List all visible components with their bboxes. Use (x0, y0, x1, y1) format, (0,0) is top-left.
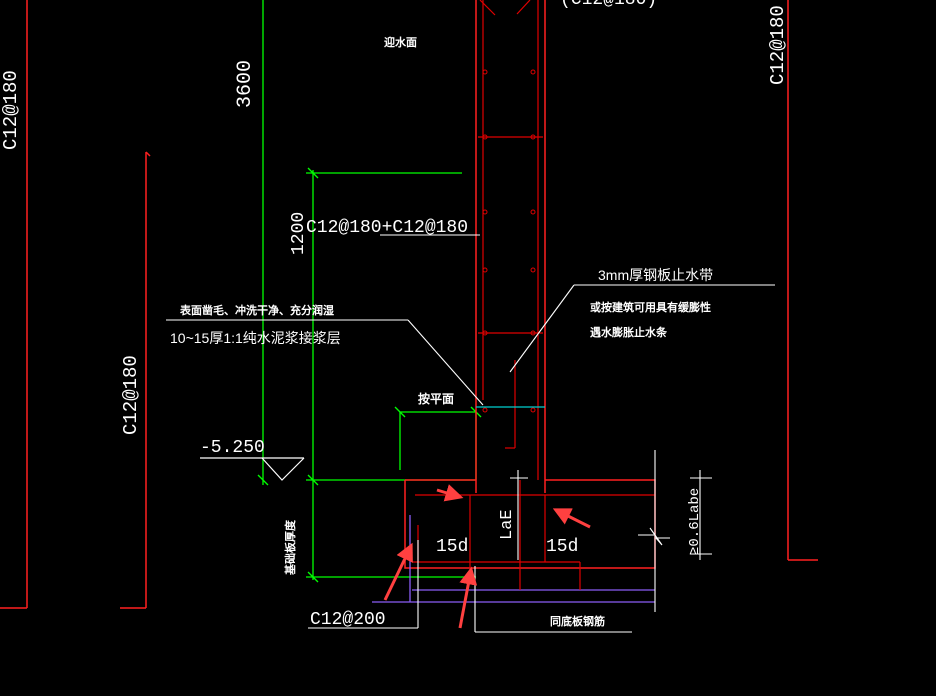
slab-bottom-rebar-label: 同底板钢筋 (550, 614, 605, 628)
elevation-label: -5.250 (200, 438, 265, 458)
left-edge-wall (0, 0, 28, 609)
surface-note-2: 10~15厚1:1纯水泥浆接浆层 (170, 330, 341, 346)
left-inner-wall (120, 151, 151, 609)
anchor-length-label: LaE (498, 509, 517, 540)
dimension-1200: 1200 (289, 212, 309, 255)
water-stop-plate-label: 3mm厚钢板止水带 (598, 267, 713, 283)
hook-left-label: 15d (436, 537, 468, 557)
anchor-tag-label: ≥0.6Labe (687, 488, 703, 555)
rebar-dots (482, 69, 536, 413)
dimension-lines (257, 0, 482, 583)
slab-lower-rebar (412, 480, 655, 590)
red-arrows (383, 484, 591, 629)
left-inner-rebar-label: C12@180 (120, 355, 142, 435)
hook-right-label: 15d (546, 537, 578, 557)
right-edge-wall (787, 0, 818, 561)
slab-thickness-label: 基础板厚度 (283, 519, 297, 576)
water-stop-alt-1: 或按建筑可用具有缓膨性 (590, 300, 711, 314)
water-face-label: 迎水面 (384, 35, 417, 49)
wall-outline (404, 0, 656, 569)
surface-note-1: 表面凿毛、冲洗干净、充分润湿 (179, 303, 334, 317)
rebar-vertical-pair-label: C12@180+C12@180 (306, 218, 468, 238)
water-stop-alt-2: 遇水膨胀止水条 (590, 325, 668, 339)
left-edge-rebar-label: C12@180 (0, 70, 22, 150)
right-edge-rebar-label: C12@180 (767, 5, 789, 85)
elevation-marker (200, 457, 305, 481)
level-mark-label: 按平面 (418, 391, 454, 406)
bottom-rebar-label: C12@200 (310, 610, 386, 630)
dimension-3600: 3600 (234, 60, 257, 108)
top-clipped-label: (C12@180) (560, 0, 657, 10)
